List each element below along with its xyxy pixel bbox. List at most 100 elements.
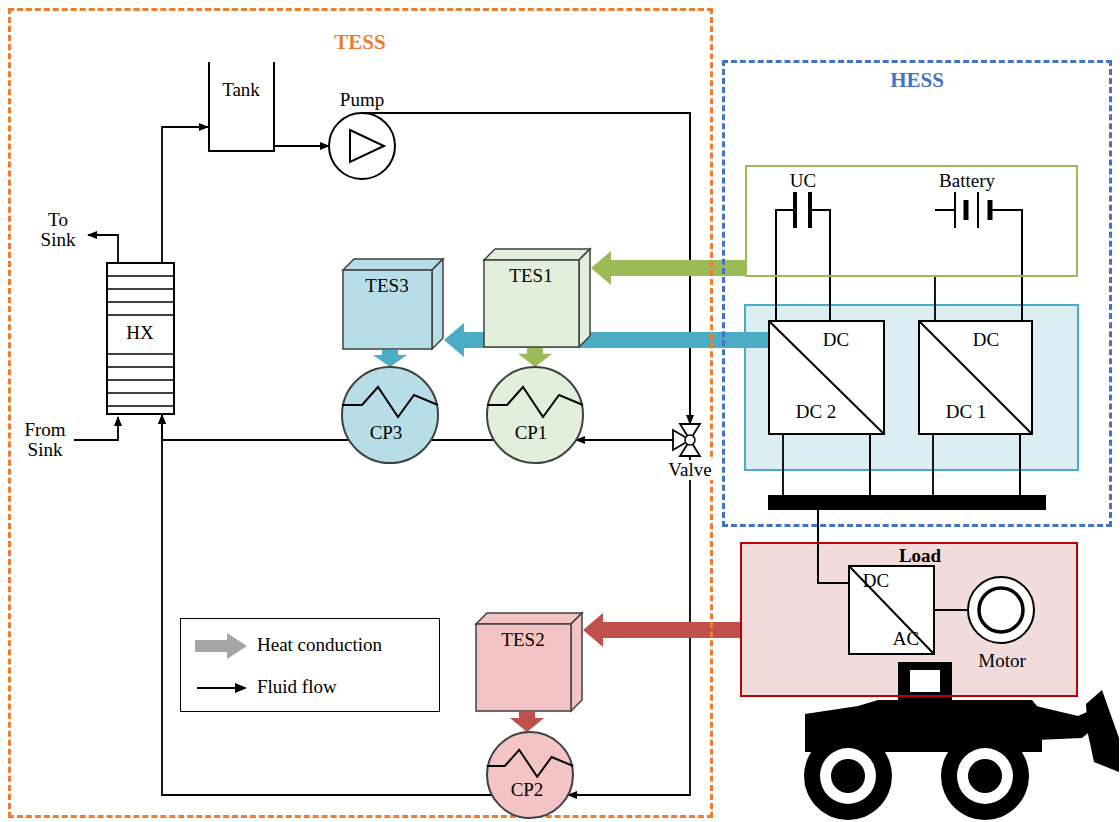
- node-label: Tank: [222, 80, 260, 100]
- node-label: Load: [899, 546, 941, 566]
- wire: [775, 277, 777, 320]
- cold-plate: CP2: [485, 730, 575, 820]
- cold-plate-outline: [340, 365, 440, 465]
- ultracapacitor-symbol-part: [793, 192, 797, 228]
- hess-region: HESSUCBatteryDCDC 2DCDC 1: [722, 60, 1112, 527]
- node-label: TES3: [365, 276, 408, 296]
- node-label: TES2: [501, 630, 544, 650]
- battery-symbol-part: [977, 192, 979, 228]
- fluid-pipe: [162, 415, 349, 440]
- polygon-shape: [571, 613, 582, 711]
- loader-vehicle-part: [820, 748, 876, 804]
- node-label: DC 1: [946, 402, 987, 422]
- polygon-shape: [350, 130, 384, 162]
- polygon-shape: [195, 633, 247, 659]
- tes-block: TES3: [342, 258, 444, 350]
- sink-pipes-part: [88, 235, 118, 262]
- battery-symbol: [935, 192, 1022, 320]
- loader-vehicle: [804, 662, 1119, 820]
- sink-label: To Sink: [32, 210, 84, 250]
- node-label: DC 2: [796, 402, 837, 422]
- legend-label: Heat conduction: [257, 635, 382, 655]
- bus-wires-part: [1019, 435, 1021, 500]
- line-shape: [108, 288, 173, 290]
- wire: [783, 435, 848, 583]
- circle-shape: [329, 113, 395, 179]
- line-shape: [770, 322, 883, 433]
- fluid-pipe: [162, 415, 492, 795]
- fluid-pipe: [162, 127, 208, 262]
- ultracapacitor-symbol-part: [776, 210, 795, 320]
- polygon-shape: [235, 683, 247, 693]
- circle-shape: [487, 732, 573, 818]
- bus-wires-part: [869, 435, 871, 500]
- node-label: Battery: [939, 171, 995, 191]
- line-shape: [108, 353, 173, 355]
- loader-vehicle-part: [968, 759, 1002, 793]
- wire: [935, 609, 969, 611]
- pump: Pump: [324, 88, 400, 180]
- line-shape: [850, 567, 933, 653]
- loader-vehicle-part: [831, 759, 865, 793]
- heat-arrow: [510, 712, 544, 732]
- loader-vehicle-part: [941, 732, 1029, 820]
- node-label: CP2: [511, 780, 544, 800]
- heat-swatch: [193, 631, 249, 661]
- valve: Valve: [672, 424, 708, 494]
- polygon-shape: [343, 259, 443, 270]
- dcdc-converter: DC DC 1: [918, 320, 1033, 435]
- heat-arrow: [518, 348, 552, 367]
- sink-label: From Sink: [19, 420, 71, 460]
- line-shape: [920, 322, 1031, 433]
- tes-block-outline: [483, 248, 591, 348]
- tes-block-outline: [342, 258, 444, 350]
- polyline-shape: [342, 387, 438, 417]
- loader-vehicle-part: [957, 748, 1013, 804]
- circle-shape: [685, 435, 695, 445]
- cold-plate-outline: [485, 730, 575, 820]
- circle-shape: [342, 367, 438, 463]
- loader-vehicle-part: [910, 670, 940, 692]
- load-box: LoadDCAC Motor: [740, 542, 1078, 697]
- rect-shape: [484, 260, 579, 347]
- line-shape: [108, 366, 173, 368]
- battery-symbol-part: [954, 192, 956, 228]
- node-label: CP3: [370, 423, 403, 443]
- polyline-shape: [487, 750, 573, 777]
- node-label: Valve: [666, 460, 713, 480]
- bus-wires: [870, 435, 1020, 500]
- cold-plate: CP1: [485, 365, 585, 465]
- loader-vehicle-part: [1086, 690, 1119, 772]
- storage-band: UCBattery: [745, 165, 1078, 277]
- tes-block: TES1: [483, 248, 591, 348]
- tes-block-outline: [475, 612, 583, 712]
- node-label: DC: [973, 330, 999, 350]
- line-shape: [108, 405, 173, 407]
- battery-symbol-part: [990, 210, 1022, 320]
- rect-shape: [343, 270, 432, 349]
- polygon-shape: [432, 259, 443, 349]
- node-label: HX: [124, 323, 155, 343]
- motor: Motor: [966, 575, 1046, 685]
- sink-pipes-part: [74, 417, 118, 440]
- cold-plate-outline: [485, 365, 585, 465]
- converter-band: [745, 305, 1078, 470]
- fluid-pipe: [431, 439, 494, 441]
- node-label: TES1: [509, 266, 552, 286]
- fluid-pipe: [275, 145, 329, 147]
- loader-vehicle-part: [804, 732, 892, 820]
- ultracapacitor-symbol: [776, 192, 830, 320]
- rect-shape: [476, 624, 571, 711]
- tank: Tank: [208, 62, 275, 152]
- line-shape: [108, 392, 173, 394]
- node-label: DC: [823, 330, 849, 350]
- inverter-box: DCAC: [848, 565, 935, 655]
- cold-plate: CP3: [340, 365, 440, 465]
- polygon-shape: [484, 249, 590, 260]
- heat-exchanger: HX: [106, 262, 175, 415]
- legend-box: Heat conductionFluid flow: [180, 618, 440, 712]
- tes-block: TES2: [475, 612, 583, 712]
- valve-outline: [672, 424, 708, 494]
- loader-vehicle-part: [898, 662, 952, 704]
- circle-shape: [968, 577, 1034, 643]
